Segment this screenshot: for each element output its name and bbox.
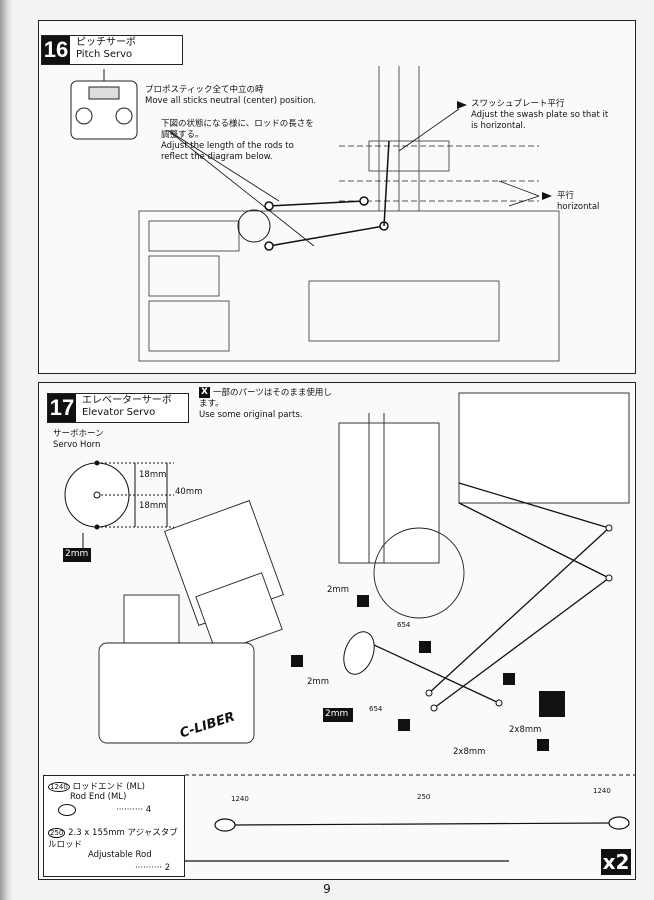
servo-horn-label: サーボホーン Servo Horn [53, 429, 104, 451]
step-16-title: ピッチサーボ Pitch Servo [70, 36, 182, 64]
rod-jp: 2.3 x 155mm アジャスタブルロッド [48, 828, 178, 850]
page-number: 9 [323, 882, 331, 896]
step-16-title-jp: ピッチサーボ [76, 37, 136, 48]
note-horizontal: 平行 horizontal [557, 191, 599, 213]
pitch-servo-diagram [70, 66, 560, 362]
rod-en: Adjustable Rod [88, 850, 152, 860]
callout-1240-left: 1240 [231, 795, 249, 803]
dim-40mm: 40mm [175, 487, 203, 497]
step-17-title: エレベーターサーボ Elevator Servo [76, 394, 188, 422]
label-screw-2x8-b: 2x8mm [453, 747, 486, 757]
step-16-title-en: Pitch Servo [76, 49, 133, 60]
note-swash-plate: スワッシュプレート平行 Adjust the swash plate so th… [471, 99, 611, 132]
part-callout-654-a: 654 [397, 621, 411, 629]
rod-end-en: Rod End (ML) [70, 792, 127, 802]
note-swash-plate-jp: スワッシュプレート平行 [471, 99, 565, 109]
rod-qty: ·········· 2 [135, 863, 171, 873]
servo-horn-label-jp: サーボホーン [53, 429, 104, 439]
rod-end-jp: ロッドエンド (ML) [72, 782, 145, 792]
note-adjust-rods-en: Adjust the length of the rods to reflect… [161, 141, 294, 162]
dim-18mm-bottom: 18mm [139, 501, 167, 511]
step-16-panel: 16 ピッチサーボ Pitch Servo [38, 20, 636, 374]
note-sticks-neutral: プロポスティック全て中立の時 Move all sticks neutral (… [145, 85, 316, 107]
note-adjust-rods-jp: 下図の状態になる様に、ロッドの長さを調整する。 [161, 119, 314, 140]
step-17-title-en: Elevator Servo [82, 407, 156, 418]
rod-number: 250 [48, 828, 66, 838]
transmitter-icon [70, 69, 138, 140]
step-16-number: 16 [42, 36, 70, 64]
rod-end-number: 1240 [48, 782, 70, 792]
servo-horn-detail [64, 460, 174, 548]
binding-edge [0, 0, 12, 900]
label-2mm-horn: 2mm [65, 549, 89, 559]
label-2mm-box: 2mm [325, 709, 349, 719]
label-2mm-top: 2mm [327, 585, 349, 595]
callout-1240-right: 1240 [593, 787, 611, 795]
callout-250: 250 [417, 793, 431, 801]
note-original-parts-en: Use some original parts. [199, 410, 303, 420]
rod-qty-value: 2 [164, 863, 171, 873]
rod-end-icon [58, 804, 76, 816]
elevator-servo-diagram [63, 392, 635, 862]
rod-end-part: 1240 ロッドエンド (ML) Rod End (ML) [48, 780, 145, 802]
x-mark-icon: X [199, 387, 210, 398]
step-17-title-jp: エレベーターサーボ [82, 395, 172, 406]
rod-end-qty: ·········· 4 [116, 805, 152, 815]
dim-18mm-top: 18mm [139, 470, 167, 480]
note-swash-plate-en: Adjust the swash plate so that it is hor… [471, 110, 609, 131]
note-original-parts-jp: 一部のパーツはそのまま使用します。 [199, 388, 332, 409]
label-2mm-left: 2mm [307, 677, 329, 687]
step-17-number: 17 [48, 394, 76, 422]
parts-legend: 1240 ロッドエンド (ML) Rod End (ML) ··········… [43, 775, 185, 877]
note-sticks-neutral-jp: プロポスティック全て中立の時 [145, 85, 264, 95]
note-horizontal-en: horizontal [557, 202, 600, 212]
label-screw-2x8-a: 2x8mm [509, 725, 542, 735]
note-sticks-neutral-en: Move all sticks neutral (center) positio… [145, 96, 317, 106]
step-16-header: 16 ピッチサーボ Pitch Servo [41, 35, 183, 65]
note-adjust-rods: 下図の状態になる様に、ロッドの長さを調整する。 Adjust the lengt… [161, 119, 321, 163]
step-17-header: 17 エレベーターサーボ Elevator Servo [47, 393, 189, 423]
part-callout-654-b: 654 [369, 705, 383, 713]
adjustable-rod-part: 250 2.3 x 155mm アジャスタブルロッド Adjustable Ro… [48, 826, 184, 860]
servo-horn-label-en: Servo Horn [53, 440, 101, 450]
note-horizontal-jp: 平行 [557, 191, 575, 201]
rod-end-qty-value: 4 [145, 805, 152, 815]
quantity-x2-badge: x2 [601, 849, 631, 875]
